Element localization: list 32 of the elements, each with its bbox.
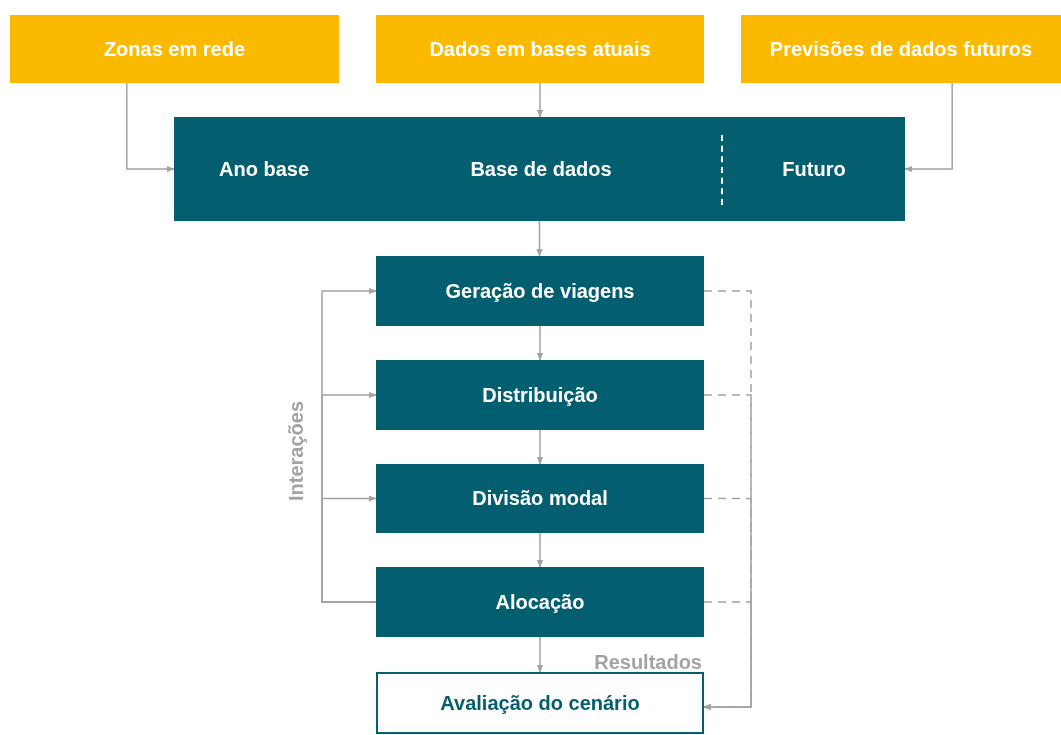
box-label: Distribuição <box>482 382 598 408</box>
arrow <box>321 495 377 603</box>
result-caption: Resultados <box>594 650 702 675</box>
arrow <box>536 636 544 673</box>
box-label: Zonas em rede <box>103 36 246 62</box>
loop-label: Interações <box>284 401 308 501</box>
panel-heading: Base de dados <box>469 157 613 182</box>
box-label: Alocação <box>495 589 585 615</box>
process-box <box>376 567 704 637</box>
arrow <box>126 82 175 173</box>
database-panel <box>174 117 905 221</box>
arrow <box>536 220 543 257</box>
arrow <box>536 82 544 118</box>
input-box <box>10 15 339 83</box>
process-box <box>376 360 704 430</box>
dashed-arrow <box>703 601 752 711</box>
arrow <box>904 82 953 173</box>
panel-heading: Futuro <box>781 157 847 182</box>
arrow <box>536 532 544 568</box>
arrow <box>536 325 544 361</box>
dashed-arrow <box>703 497 752 711</box>
process-box <box>376 256 704 326</box>
process-box <box>376 464 704 533</box>
input-box <box>741 15 1061 83</box>
panel-heading: Ano base <box>218 157 310 182</box>
box-label: Previsões de dados futuros <box>769 36 1033 62</box>
box-label: Geração de viagens <box>445 278 635 304</box>
input-box <box>376 15 704 83</box>
box-label: Avaliação do cenário <box>440 690 640 716</box>
box-label: Dados em bases atuais <box>429 36 651 62</box>
arrow <box>536 429 544 465</box>
box-label: Divisão modal <box>472 486 608 511</box>
